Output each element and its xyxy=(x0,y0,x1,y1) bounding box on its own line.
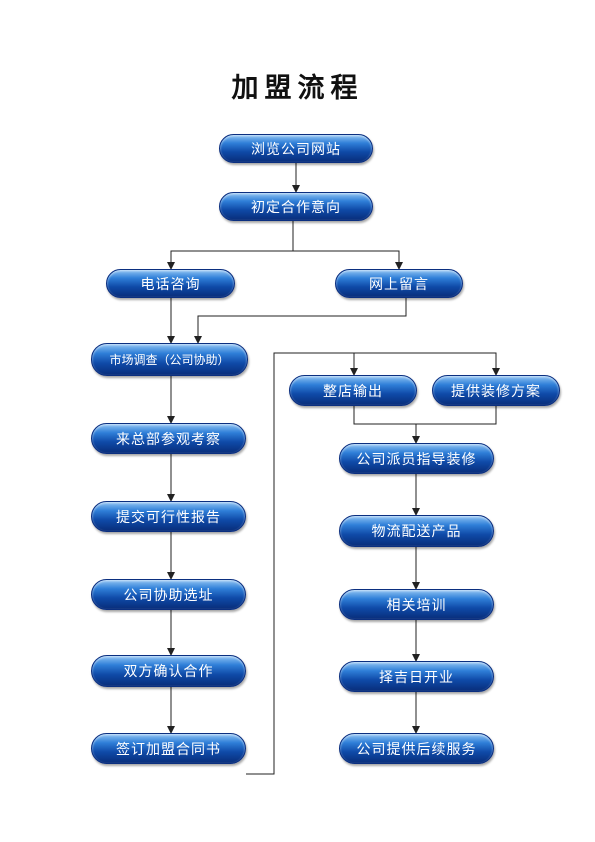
node-confirm-cooperation: 双方确认合作 xyxy=(91,655,246,687)
arrow-contract-outlet xyxy=(246,352,358,775)
node-decoration-guidance: 公司派员指导装修 xyxy=(339,443,494,474)
arrow-decor-guide xyxy=(416,406,497,425)
node-store-output: 整店输出 xyxy=(289,375,417,406)
arrow-contract-decor xyxy=(354,352,500,376)
node-logistics: 物流配送产品 xyxy=(339,515,494,547)
node-decoration-plan: 提供装修方案 xyxy=(432,375,560,406)
node-phone-inquiry: 电话咨询 xyxy=(106,269,235,298)
node-site-selection: 公司协助选址 xyxy=(91,579,246,610)
node-browse-website: 浏览公司网站 xyxy=(219,134,373,163)
node-online-message: 网上留言 xyxy=(335,269,463,298)
node-feasibility-report: 提交可行性报告 xyxy=(91,501,246,532)
arrow-message-survey xyxy=(194,298,407,344)
node-initial-intent: 初定合作意向 xyxy=(219,192,373,221)
page-title: 加盟流程 xyxy=(231,73,364,104)
node-hq-visit: 来总部参观考察 xyxy=(91,423,246,454)
arrow-intent-message xyxy=(293,250,403,270)
node-after-service: 公司提供后续服务 xyxy=(339,733,494,764)
node-sign-contract: 签订加盟合同书 xyxy=(91,733,246,764)
node-opening-day: 择吉日开业 xyxy=(339,661,494,692)
node-training: 相关培训 xyxy=(339,589,494,620)
arrow-intent-split xyxy=(167,221,294,270)
arrow-outlet-guide xyxy=(353,406,420,444)
node-market-survey: 市场调查（公司协助） xyxy=(91,343,248,376)
